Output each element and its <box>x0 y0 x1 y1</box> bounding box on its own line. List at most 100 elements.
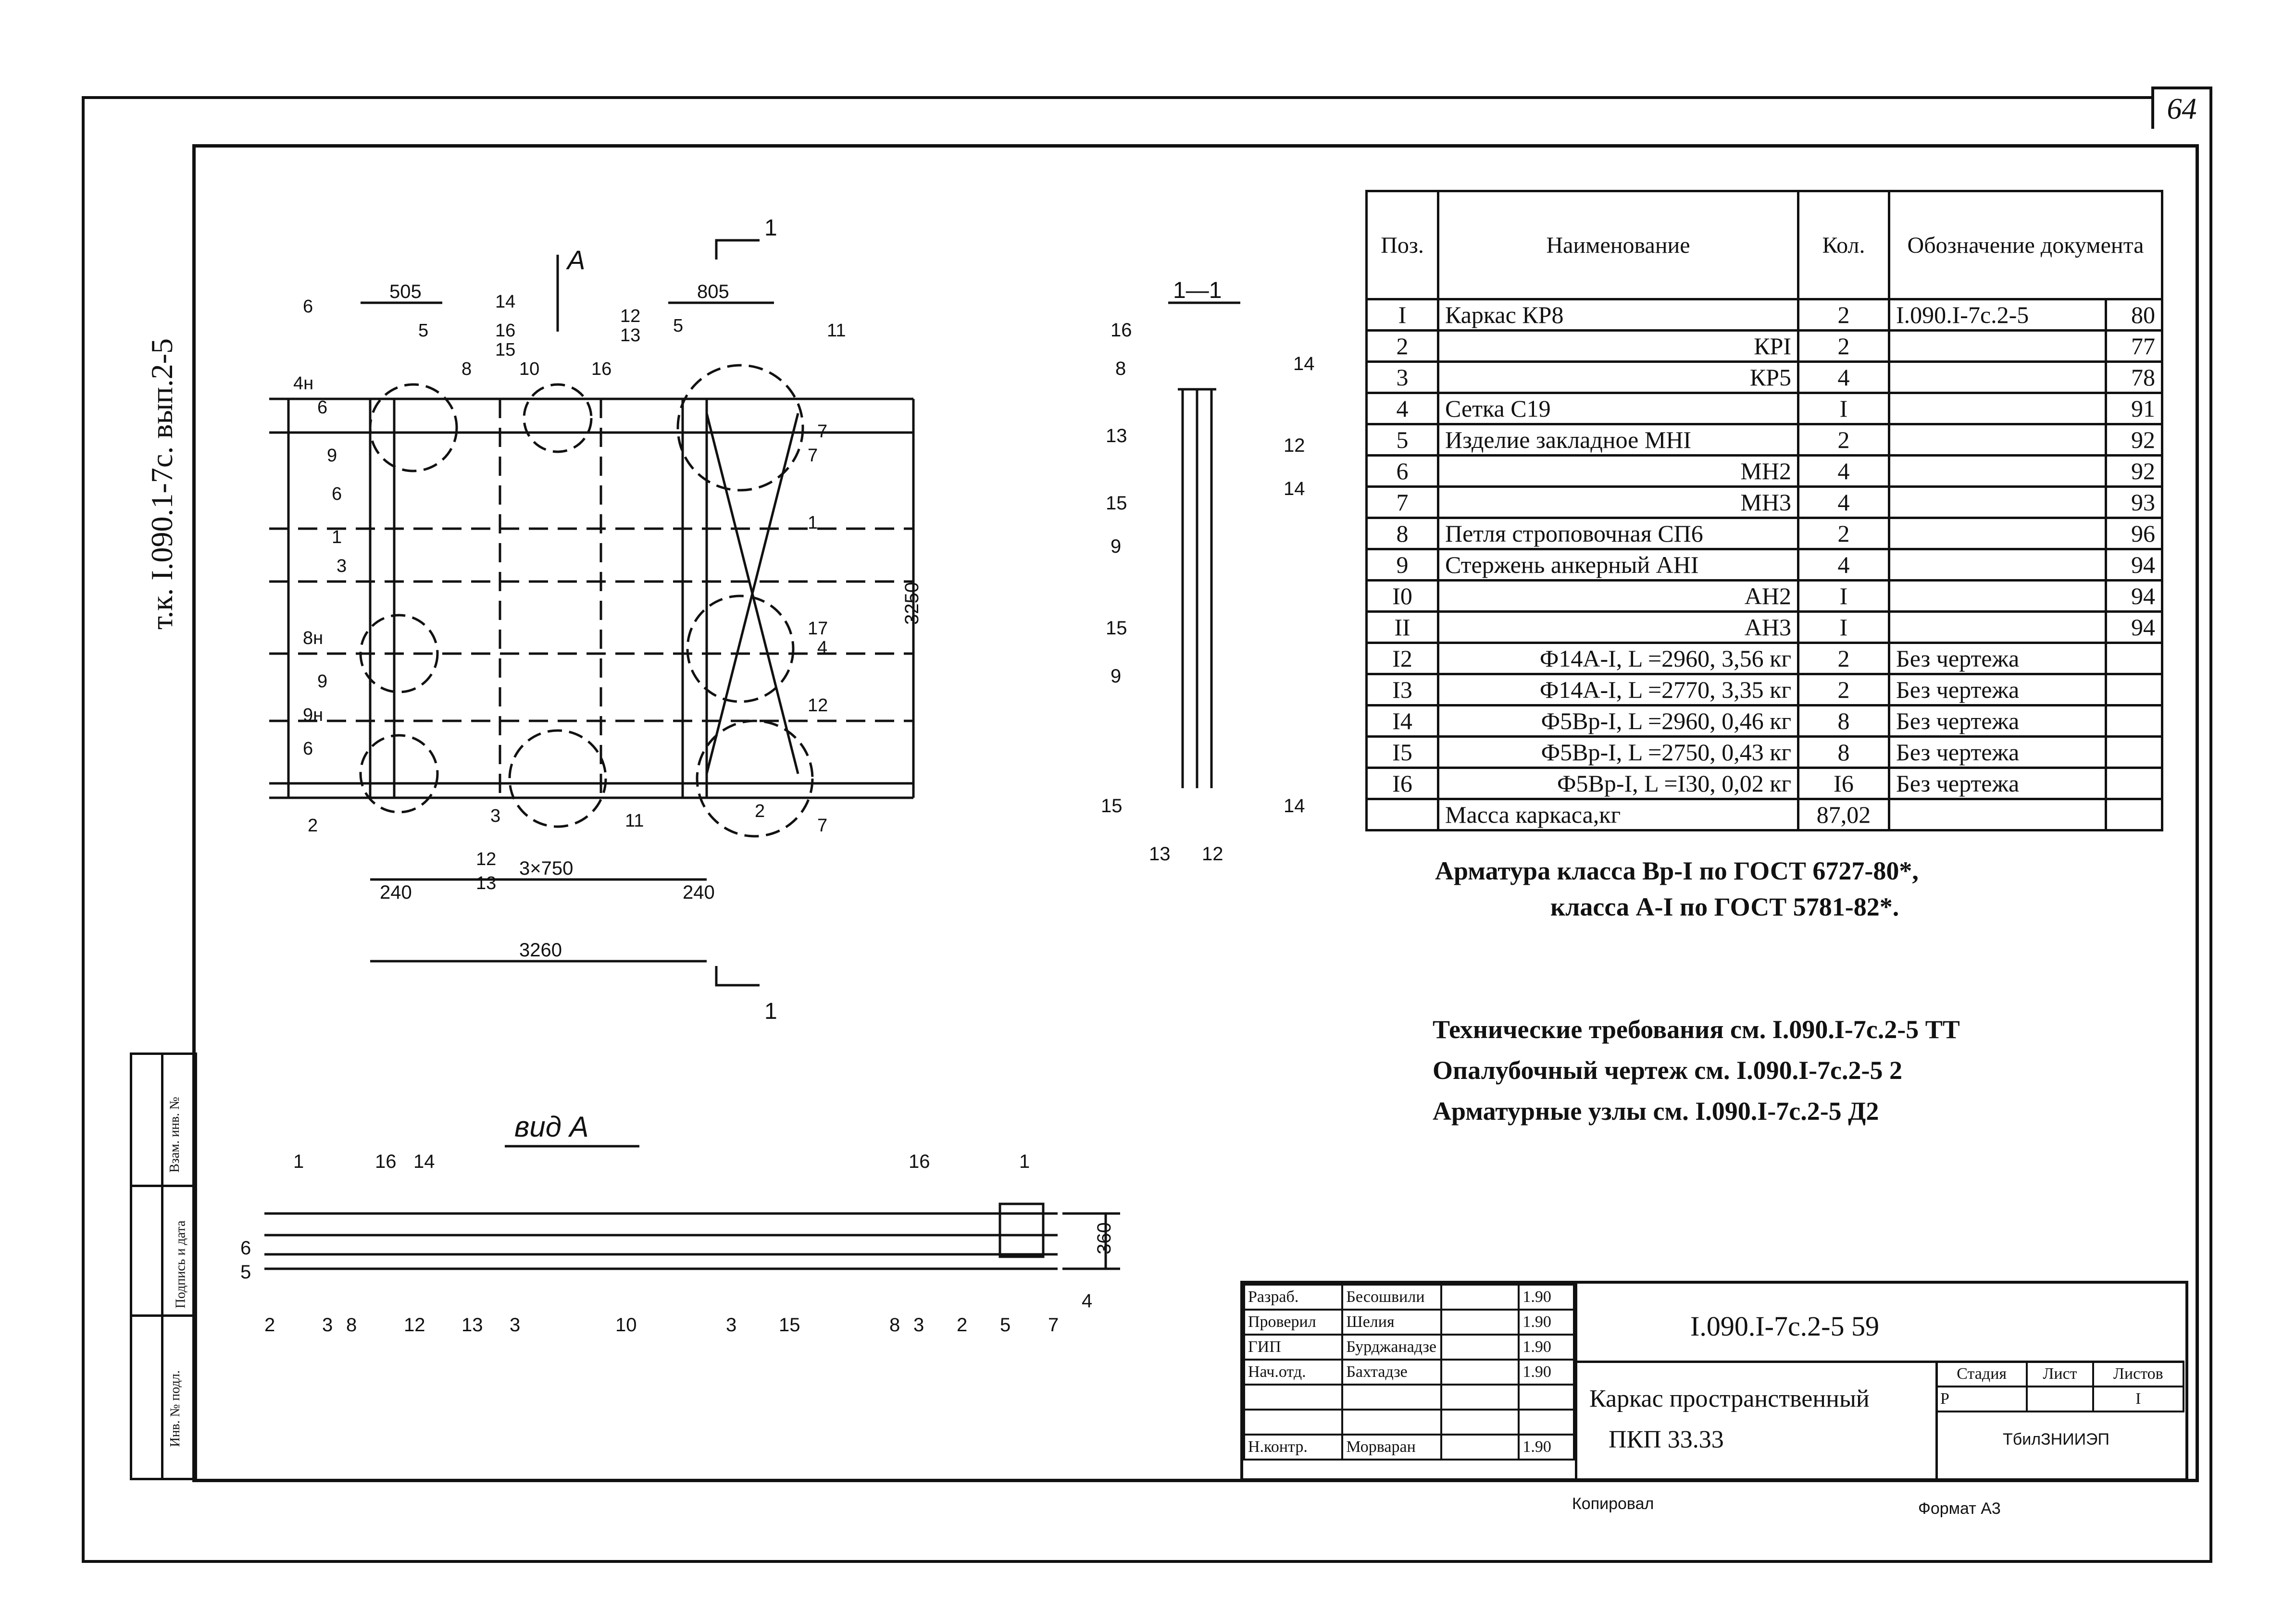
plan-callout: 7 <box>808 446 818 466</box>
cell-pos: II <box>1365 610 1439 644</box>
plan-callout: 1 <box>332 527 342 547</box>
cell-name: Ф14А-I, L =2960, 3,56 кг <box>1437 642 1799 675</box>
col-header-pos: Поз. <box>1365 190 1439 300</box>
cell-sheet: 92 <box>2105 454 2163 488</box>
title-divider <box>1575 1361 2183 1363</box>
signature-name <box>1341 1409 1443 1436</box>
plan-callout: 3 <box>490 806 500 826</box>
cell-name: Ф5Вр-I, L =2960, 0,46 кг <box>1437 704 1799 738</box>
cell-name: КР5 <box>1437 360 1799 394</box>
cell-qty: I6 <box>1797 767 1890 800</box>
plan-callout: 12 <box>808 695 828 716</box>
plan-callout: 13 <box>620 325 640 346</box>
dim-label: 240 <box>380 882 412 903</box>
view-a-callout: 5 <box>1000 1314 1011 1336</box>
section-arrow <box>715 239 760 260</box>
view-a-callout: 2 <box>957 1314 967 1336</box>
reference-note-2: Опалубочный чертеж см. I.090.I-7с.2-5 2 <box>1433 1056 1903 1085</box>
section-callout: 8 <box>1115 358 1126 379</box>
cell-pos: I5 <box>1365 735 1439 769</box>
section-callout: 16 <box>1111 320 1132 341</box>
cell-pos: I3 <box>1365 673 1439 706</box>
plan-callout: 6 <box>303 739 313 759</box>
cell-qty: I <box>1797 392 1890 425</box>
view-a-callout: 3 <box>913 1314 924 1336</box>
cell-sheet: 94 <box>2105 579 2163 613</box>
cell-doc <box>1887 329 2108 363</box>
signature-date: 1.90 <box>1518 1359 1575 1386</box>
plan-view <box>269 239 915 987</box>
plan-callout: 11 <box>625 811 644 831</box>
cell-doc: Без чертежа <box>1887 673 2108 706</box>
cell-pos: I4 <box>1365 704 1439 738</box>
detail-circle <box>676 364 804 492</box>
plan-callout: 10 <box>519 359 539 379</box>
cell-qty: 2 <box>1797 642 1890 675</box>
detail-circle <box>696 719 814 838</box>
rebar-note-1: Арматура класса Вр-I по ГОСТ 6727-80*, <box>1435 856 1919 885</box>
cell-doc <box>1887 610 2108 644</box>
view-a-callout: 5 <box>240 1262 251 1283</box>
dim-label: 360 <box>1094 1222 1115 1254</box>
cell-doc <box>1887 798 2108 831</box>
cell-qty: 4 <box>1797 485 1890 519</box>
cell-pos: 9 <box>1365 548 1439 582</box>
specification-table: Поз. Наименование Кол. Обозначение докум… <box>1365 190 2163 831</box>
copied-label: Копировал <box>1572 1495 1654 1513</box>
section-callout: 13 <box>1106 425 1127 446</box>
detail-circle <box>359 734 439 814</box>
section-callout: 14 <box>1284 795 1305 817</box>
section-mark-top: 1 <box>764 215 777 241</box>
plan-callout: 5 <box>418 321 428 341</box>
cell-name: Стержень анкерный АНI <box>1437 548 1799 582</box>
plan-callout: 8 <box>462 359 472 379</box>
cell-sheet: 80 <box>2105 298 2163 332</box>
cell-qty: 2 <box>1797 423 1890 457</box>
cell-pos: 8 <box>1365 517 1439 550</box>
view-a-callout: 3 <box>726 1314 736 1336</box>
signature-row <box>1243 1409 1575 1436</box>
cell-pos <box>1365 798 1439 831</box>
signature-name: Морваран <box>1341 1434 1443 1461</box>
section-callout: 9 <box>1111 666 1121 687</box>
view-a-callout: 4 <box>1082 1290 1092 1312</box>
plan-callout: 1 <box>808 513 818 533</box>
cell-doc: I.090.I-7с.2-5 <box>1887 298 2108 332</box>
cell-doc <box>1887 454 2108 488</box>
plan-callout: 4 <box>817 638 827 658</box>
format-label: Формат А3 <box>1918 1499 2001 1518</box>
detail-circle <box>508 729 607 828</box>
cell-name: АН2 <box>1437 579 1799 613</box>
plan-callout: 6 <box>303 297 313 317</box>
view-a-callout: 7 <box>1048 1314 1059 1336</box>
view-a-callout: 13 <box>462 1314 483 1336</box>
plan-callout: 6 <box>332 484 342 504</box>
view-a-callout: 3 <box>510 1314 520 1336</box>
cell-qty: I <box>1797 610 1890 644</box>
view-a-title: вид А <box>514 1111 589 1143</box>
stage-table: Стадия Лист Листов Р I <box>1935 1361 2185 1412</box>
plan-callout: 12 <box>476 849 496 869</box>
approval-stamp: Взам. инв. № Подпись и дата Инв. № подл. <box>130 1052 197 1480</box>
signature-role: Проверил <box>1243 1309 1344 1336</box>
cell-doc <box>1887 423 2108 457</box>
reference-note-1: Технические требования см. I.090.I-7с.2-… <box>1433 1015 1960 1044</box>
cell-doc <box>1887 360 2108 394</box>
stamp-divider <box>161 1055 163 1478</box>
stage-value: Р <box>1935 1386 2028 1412</box>
cell-sheet: 94 <box>2105 610 2163 644</box>
plan-callout: 16 <box>495 321 515 341</box>
signature-date: 1.90 <box>1518 1309 1575 1336</box>
detail-circle <box>359 614 439 693</box>
view-a-callout: 3 <box>322 1314 333 1336</box>
